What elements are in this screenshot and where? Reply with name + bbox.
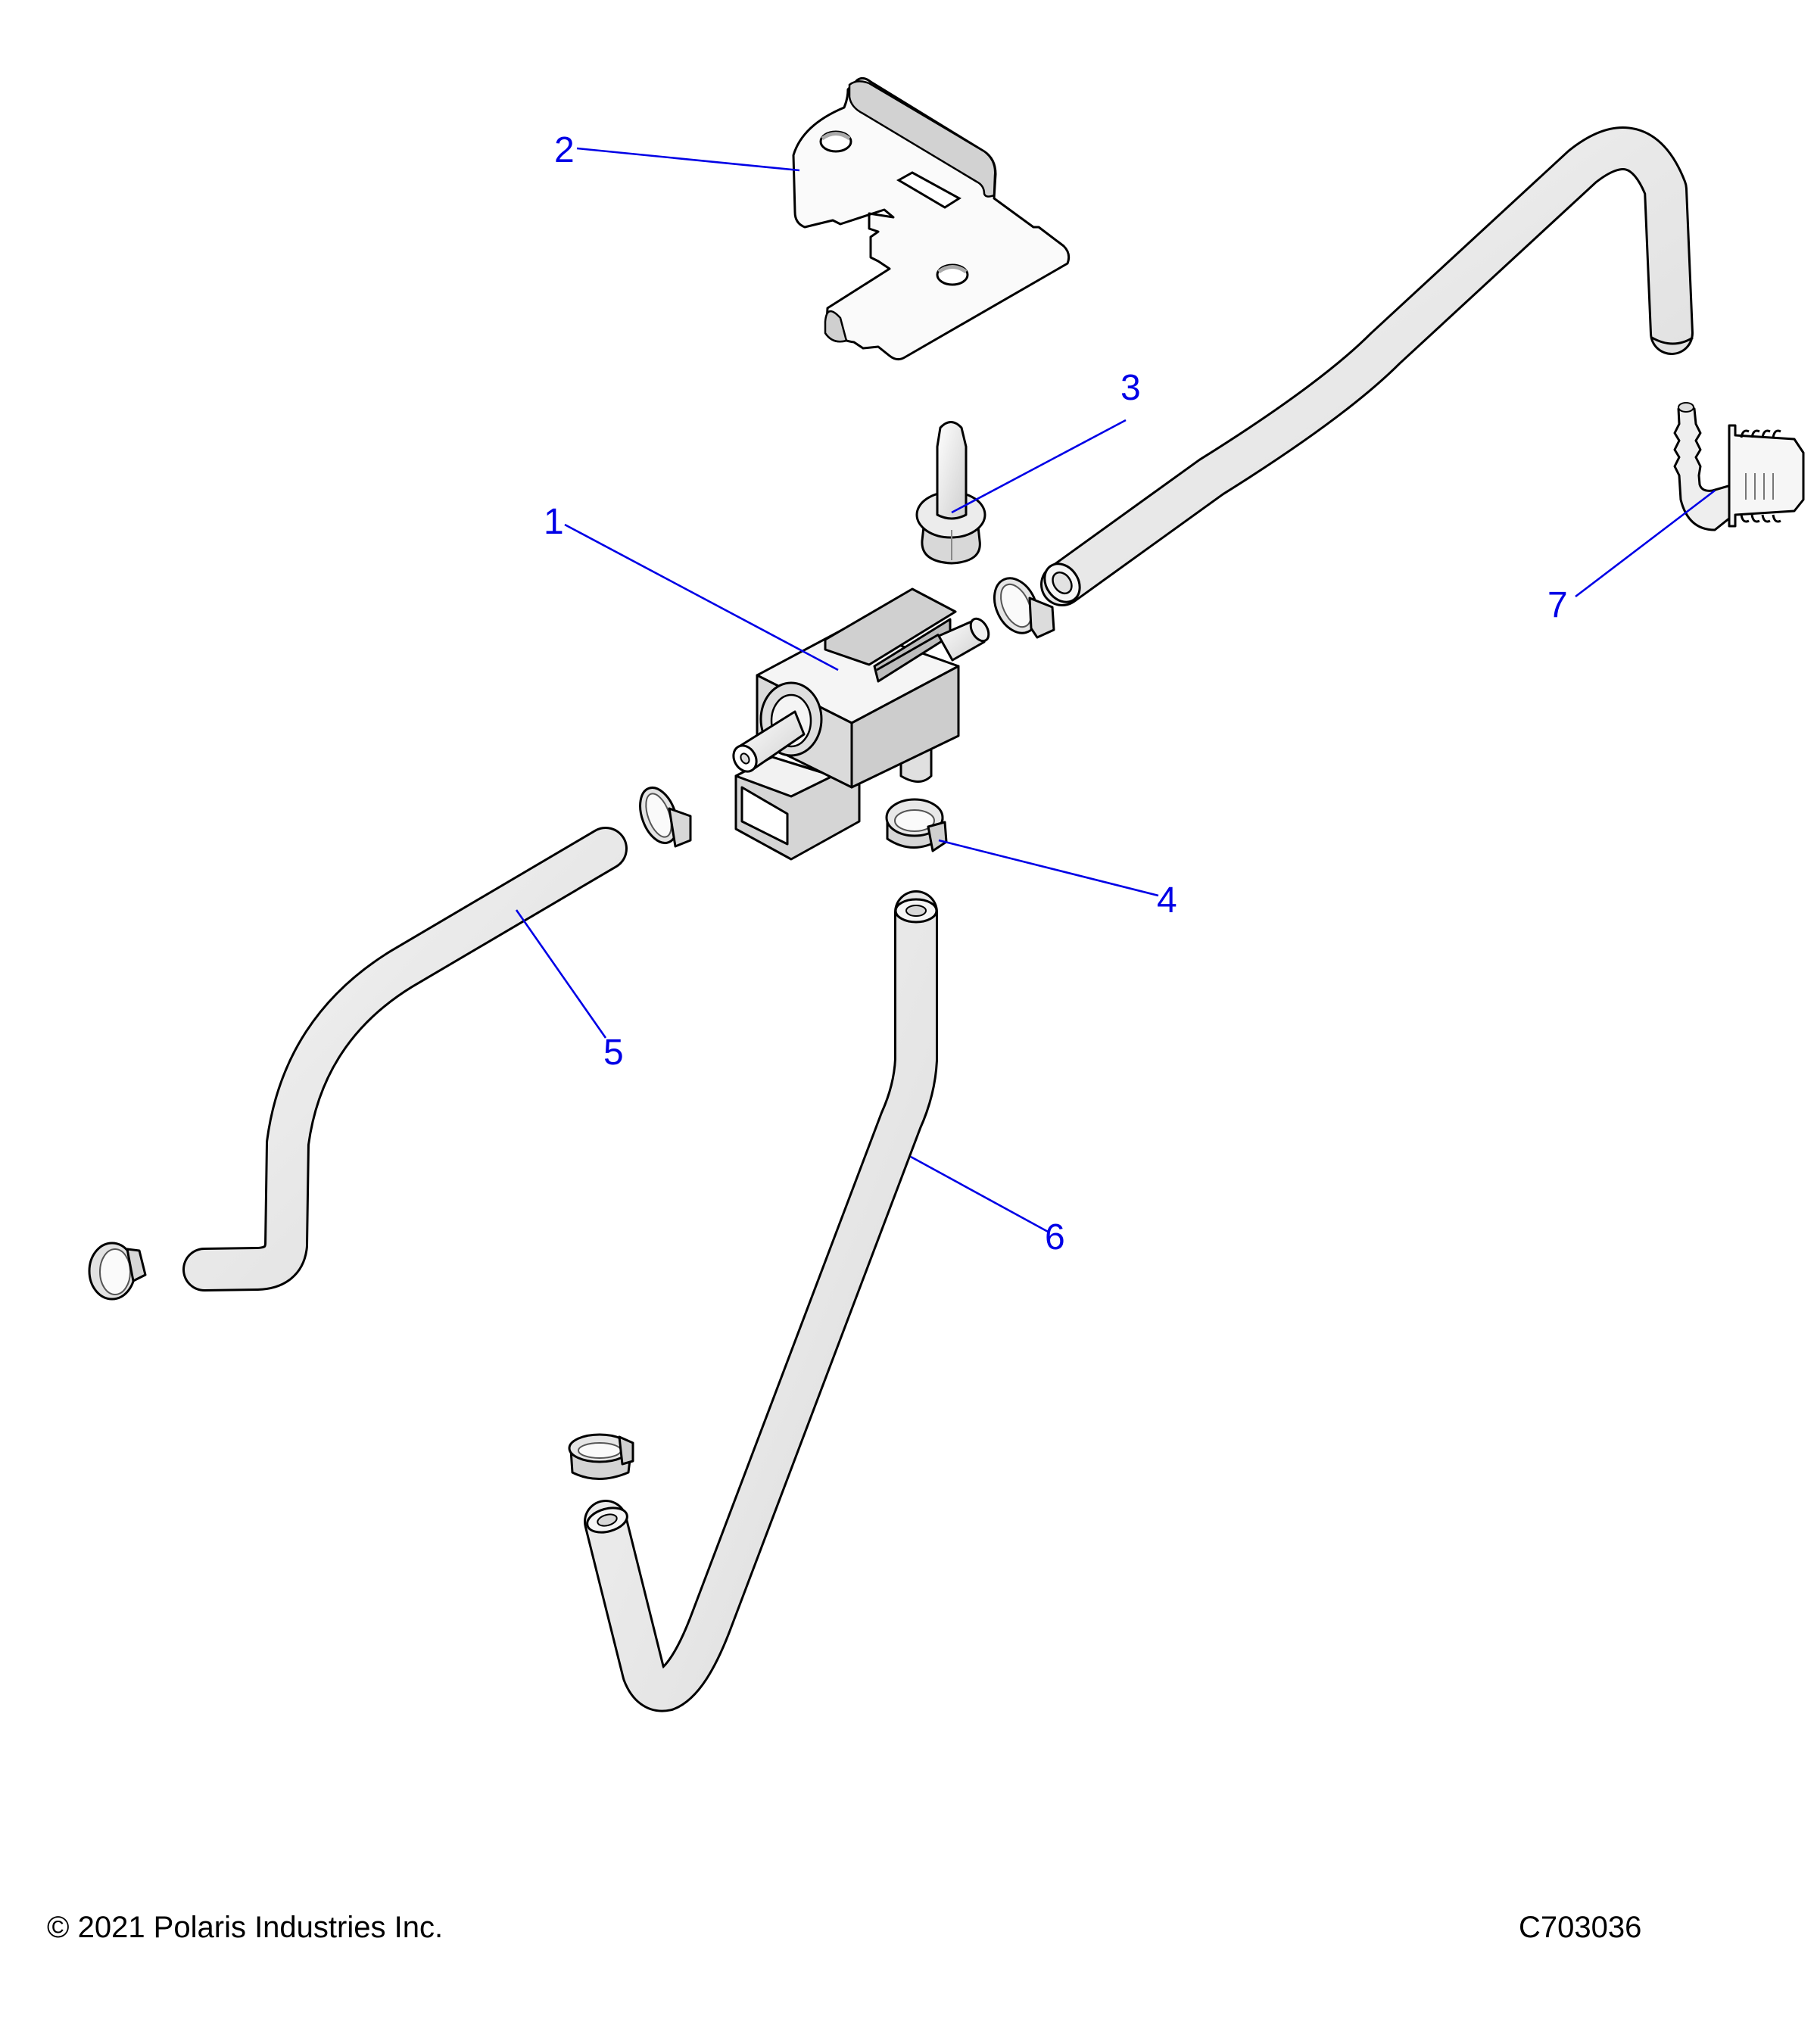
callout-2: 2 <box>554 130 575 170</box>
hose-clamp-lower <box>568 1433 634 1480</box>
lower-hose <box>584 890 938 1712</box>
figure-id: C703036 <box>1519 1911 1642 1944</box>
leader-line-3 <box>951 419 1127 514</box>
bracket-part <box>792 76 1071 361</box>
leader-line-5 <box>515 909 607 1039</box>
callout-5: 5 <box>603 1033 624 1073</box>
valve-part <box>732 587 990 861</box>
leader-line-1 <box>564 523 839 671</box>
leader-line-7 <box>1575 489 1716 598</box>
callout-6: 6 <box>1045 1217 1065 1257</box>
bolt-part <box>915 421 986 565</box>
callout-7: 7 <box>1547 585 1568 625</box>
hose-clamp-part-4 <box>885 798 948 852</box>
callout-4: 4 <box>1157 880 1177 921</box>
hose-clamp-left <box>639 787 692 848</box>
leader-line-6 <box>910 1155 1050 1234</box>
callout-3: 3 <box>1120 368 1141 408</box>
leader-line-4 <box>938 839 1159 897</box>
leader-line-2 <box>576 147 800 172</box>
hose-clamp-far-left <box>88 1242 147 1301</box>
hose-clamp-upper <box>993 577 1055 639</box>
upper-hose <box>1040 126 1694 606</box>
elbow-fitting-part <box>1673 402 1805 531</box>
callout-1: 1 <box>544 502 564 542</box>
copyright-notice: © 2021 Polaris Industries Inc. <box>47 1911 444 1944</box>
left-hose <box>182 827 628 1292</box>
